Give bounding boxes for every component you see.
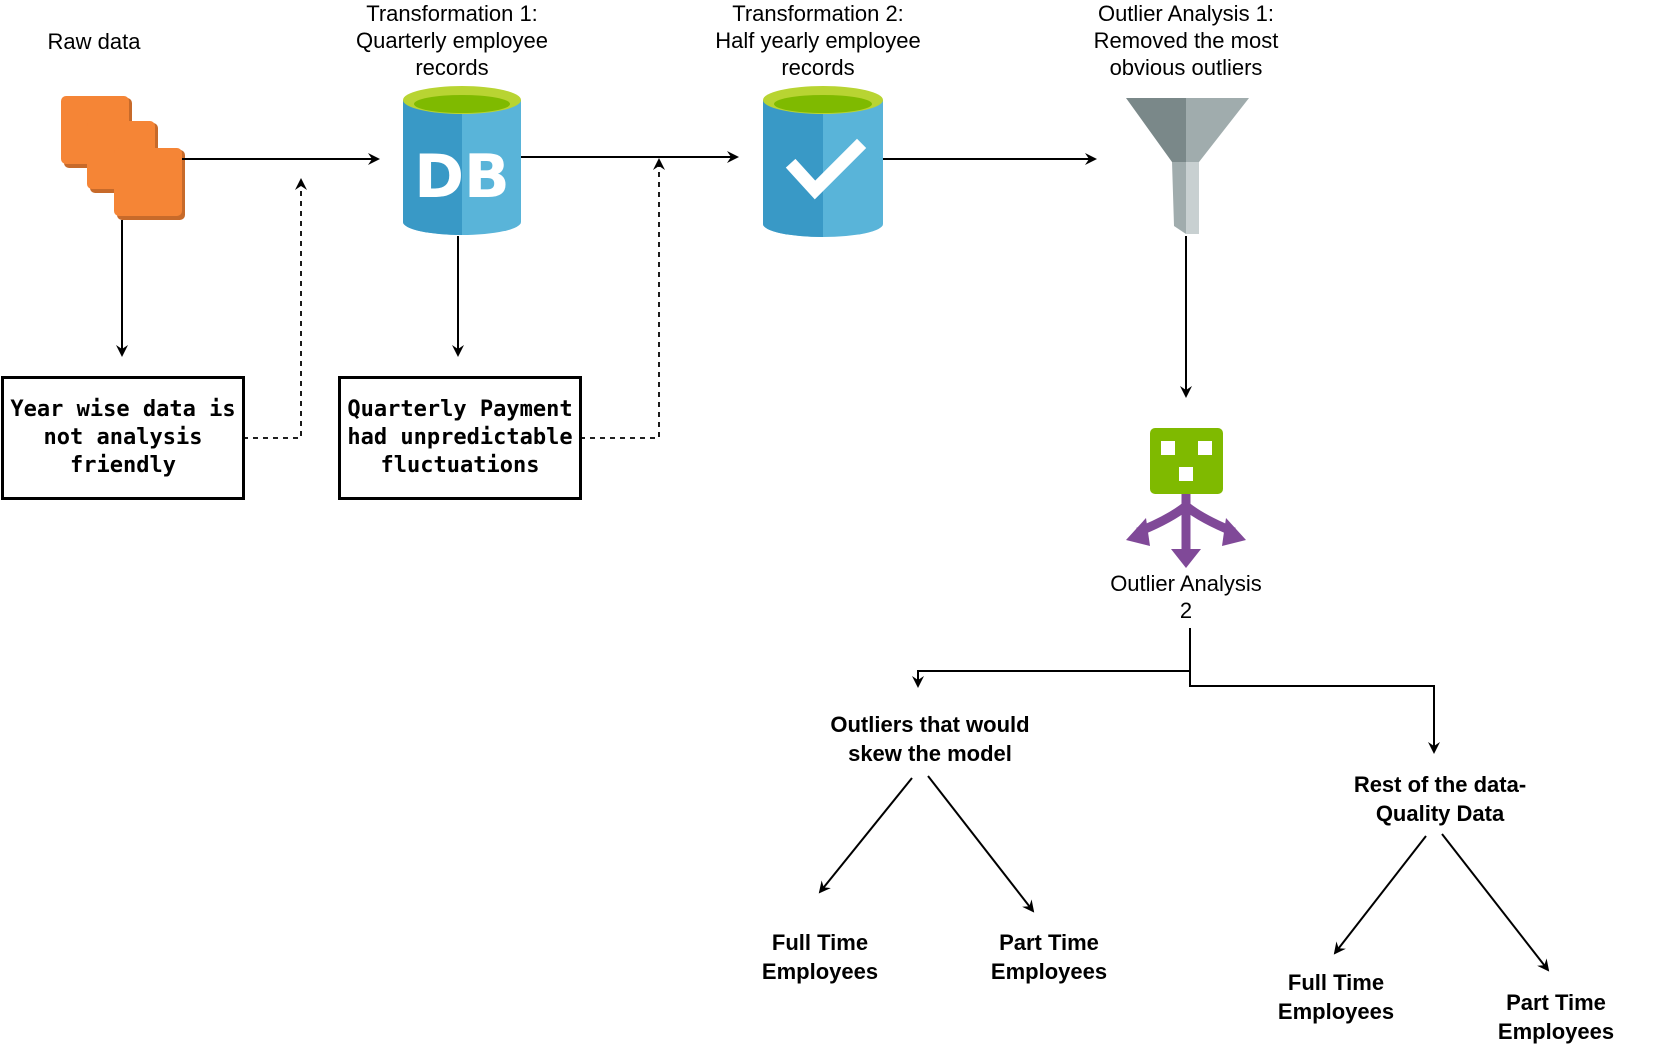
- transformation-2-label: Transformation 2: Half yearly employee r…: [715, 1, 921, 80]
- arrow-quality-part: [1441, 833, 1550, 972]
- database-check-icon: [763, 86, 883, 237]
- skew-outliers-label: Outliers that would skew the model: [830, 712, 1030, 766]
- skew-full-time-label: Full Time Employees: [761, 930, 879, 984]
- dashed-arrow-note1: [243, 178, 307, 439]
- note-quarterly-payment: Quarterly Payment had unpredictable fluc…: [338, 376, 582, 500]
- quality-part-time-label: Part Time Employees: [1497, 990, 1615, 1044]
- analysis-icon: [1126, 428, 1246, 568]
- funnel-icon: [1126, 98, 1249, 234]
- quality-full-time-label: Full Time Employees: [1277, 970, 1395, 1024]
- skew-part-time-label: Part Time Employees: [990, 930, 1108, 984]
- outlier-analysis-1-label: Outlier Analysis 1: Removed the most obv…: [1093, 1, 1279, 80]
- outlier-analysis-2-label: Outlier Analysis 2: [1110, 571, 1262, 623]
- arrow-to-skew: [912, 628, 1191, 688]
- arrow-to-quality: [1189, 671, 1440, 754]
- quality-data-label: Rest of the data- Quality Data: [1353, 772, 1527, 826]
- files-icon: [61, 96, 185, 220]
- raw-data-label: Raw data: [47, 29, 141, 54]
- arrow-skew-part: [927, 775, 1035, 913]
- arrow-quality-full: [1333, 835, 1427, 955]
- database-icon: DB: [403, 86, 521, 235]
- note-year-wise: Year wise data is not analysis friendly: [1, 376, 245, 500]
- arrow-skew-full: [818, 777, 913, 894]
- dashed-arrow-note2: [580, 158, 665, 439]
- transformation-1-label: Transformation 1: Quarterly employee rec…: [356, 1, 548, 80]
- database-icon-text: DB: [414, 142, 510, 212]
